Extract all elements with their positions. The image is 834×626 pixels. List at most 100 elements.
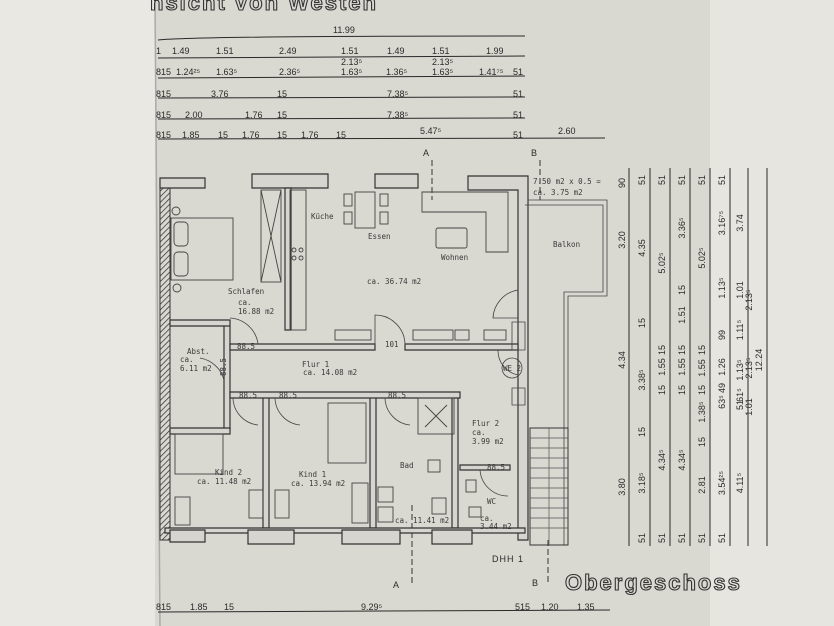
svg-text:5.47⁵: 5.47⁵ [420, 126, 442, 136]
side-dim-label: 15 [677, 285, 687, 295]
walls [159, 173, 608, 546]
section-markers: A B A B [393, 148, 549, 590]
side-dim-label: 51 [657, 175, 667, 185]
svg-text:2.36⁵: 2.36⁵ [279, 67, 301, 77]
side-dim-label: 1.38⁵ [697, 401, 707, 423]
doors [199, 289, 523, 497]
furniture [170, 189, 509, 526]
elevation-title: nsicht von Westen [150, 0, 378, 15]
svg-text:1.20: 1.20 [541, 602, 559, 612]
svg-text:1.99: 1.99 [486, 46, 504, 56]
svg-text:88.5: 88.5 [487, 463, 505, 472]
svg-text:1.24²⁵: 1.24²⁵ [176, 67, 201, 77]
left-paper-strip [0, 0, 160, 626]
svg-text:ca.: ca. [472, 428, 486, 437]
side-dim-label: 15 [697, 345, 707, 355]
svg-text:3.99 m2: 3.99 m2 [472, 437, 504, 446]
side-dim-label: 3.20 [617, 231, 627, 249]
svg-text:1.51: 1.51 [216, 46, 234, 56]
main-paper [155, 0, 710, 626]
side-dim-label: 4.34⁵ [657, 449, 667, 471]
svg-text:16.88 m2: 16.88 m2 [238, 307, 274, 316]
svg-text:815: 815 [156, 130, 171, 140]
side-dim-label: 3.74 [735, 214, 745, 232]
room-kind1: Kind 1 [299, 470, 326, 479]
svg-text:51: 51 [513, 110, 523, 120]
side-dim-label: 2.13⁵ [744, 289, 754, 311]
side-dim-label: 5.02⁵ [657, 252, 667, 274]
side-dim-label: 15 [657, 345, 667, 355]
side-dim-label: 1.13⁵ [735, 359, 745, 381]
side-dim-label: 4.34⁵ [677, 449, 687, 471]
side-dim-label: 51 [717, 175, 727, 185]
svg-text:ca. 11.48 m2: ca. 11.48 m2 [197, 477, 251, 486]
side-dim-label: 3.80 [617, 478, 627, 496]
side-dim-label: 3.16⁷⁵ [717, 210, 727, 235]
room-balkon: Balkon [553, 240, 580, 249]
svg-text:2.13⁵: 2.13⁵ [341, 57, 363, 67]
side-dim-label: 15 [657, 385, 667, 395]
side-dim-label: 4.11⁵ [735, 472, 745, 493]
svg-text:B: B [531, 148, 537, 158]
svg-text:ca. 11.41 m2: ca. 11.41 m2 [395, 516, 449, 525]
svg-text:A: A [423, 148, 429, 158]
svg-text:1.63⁵: 1.63⁵ [341, 67, 363, 77]
building-label: DHH 1 [492, 554, 524, 564]
svg-text:15: 15 [224, 602, 234, 612]
svg-text:ca.: ca. [480, 514, 494, 523]
room-flur2: Flur 2 [472, 419, 499, 428]
svg-text:15: 15 [277, 110, 287, 120]
svg-text:515: 515 [515, 602, 530, 612]
side-dim-label: 99 [717, 330, 727, 340]
svg-text:1.41⁷⁵: 1.41⁷⁵ [479, 67, 504, 77]
svg-text:15: 15 [336, 130, 346, 140]
side-dim-label: 15 [637, 427, 647, 437]
svg-text:815: 815 [156, 67, 171, 77]
svg-text:1.63⁵: 1.63⁵ [432, 67, 454, 77]
room-schlafen: Schlafen [228, 287, 264, 296]
side-dim-label: 1.55 [657, 358, 667, 376]
svg-text:2.00: 2.00 [185, 110, 203, 120]
svg-text:WE 2: WE 2 [503, 364, 521, 373]
svg-text:51: 51 [513, 130, 523, 140]
side-dim-label: 61⁵ [735, 388, 745, 402]
svg-text:815: 815 [156, 110, 171, 120]
side-dim-label: 51 [735, 400, 745, 410]
svg-text:A: A [393, 580, 399, 590]
svg-text:6.11 m2: 6.11 m2 [180, 364, 212, 373]
side-dim-label: 4.35 [637, 239, 647, 257]
side-dim-label: 15 [697, 385, 707, 395]
svg-text:1.85: 1.85 [182, 130, 200, 140]
svg-text:1.51: 1.51 [432, 46, 450, 56]
side-dim-label: 51 [637, 533, 647, 543]
svg-text:15: 15 [277, 89, 287, 99]
svg-text:1.36⁵: 1.36⁵ [386, 67, 408, 77]
svg-text:88.5: 88.5 [239, 391, 257, 400]
svg-text:88.5: 88.5 [237, 342, 255, 351]
room-wc: WC [487, 497, 496, 506]
side-dim-label: 3.36⁵ [677, 217, 687, 239]
svg-text:ca. 14.08 m2: ca. 14.08 m2 [303, 368, 357, 377]
svg-text:7.50 m2 x 0.5 =: 7.50 m2 x 0.5 = [533, 177, 601, 186]
side-dim-label: 51 [697, 533, 707, 543]
svg-text:ca. 3.75 m2: ca. 3.75 m2 [533, 188, 583, 197]
side-dim-label: 63⁵ [717, 395, 727, 409]
svg-text:88.5: 88.5 [388, 391, 406, 400]
svg-text:1.49: 1.49 [387, 46, 405, 56]
svg-text:11.99: 11.99 [333, 25, 355, 35]
side-dim-label: 4.34 [617, 351, 627, 369]
side-dim-label: 15 [697, 437, 707, 447]
side-dim-label: 1.55 [677, 358, 687, 376]
side-dim-label: 3.38⁵ [637, 369, 647, 391]
svg-text:88.5: 88.5 [219, 358, 228, 376]
side-dim-label: 3.54²⁵ [717, 471, 727, 496]
side-dim-label: 51 [677, 533, 687, 543]
side-dim-label: 51 [657, 533, 667, 543]
svg-text:815: 815 [156, 89, 171, 99]
svg-text:7.38⁵: 7.38⁵ [387, 89, 409, 99]
svg-text:1.76: 1.76 [245, 110, 263, 120]
side-dim-label: 15 [677, 385, 687, 395]
side-dim-label: 90 [617, 178, 627, 188]
side-dim-label: 2.13⁵ [744, 357, 754, 379]
